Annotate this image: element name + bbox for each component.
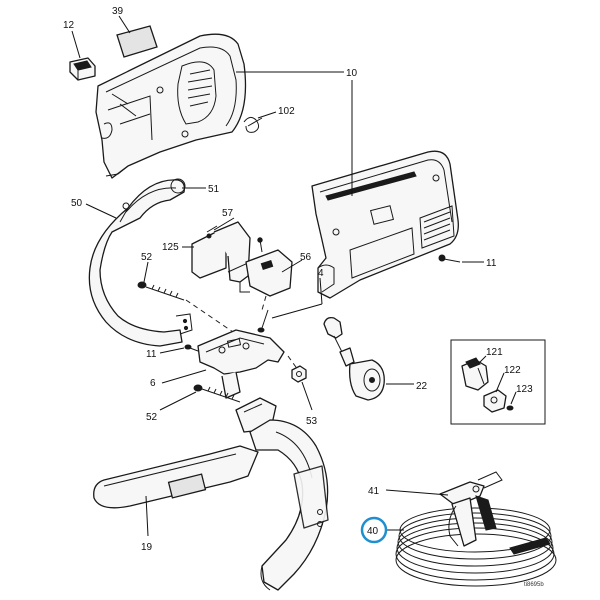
leader-12	[71, 30, 81, 59]
drawing-reference: ti8695b	[524, 582, 544, 588]
leader-50	[85, 203, 117, 219]
callout-40-highlight-ring	[360, 516, 388, 544]
leader-4b	[271, 303, 323, 319]
callout-51: 51	[208, 184, 220, 195]
bolt-lower	[193, 384, 241, 403]
callout-6: 6	[150, 378, 156, 389]
handle-tube	[88, 178, 193, 347]
seal	[506, 405, 514, 411]
callout-102: 102	[278, 106, 295, 117]
callout-10: 10	[346, 68, 358, 79]
callout-122: 122	[504, 365, 521, 376]
filter-housing	[461, 357, 489, 391]
inset-box	[450, 339, 546, 425]
leader-53	[301, 381, 313, 411]
leader-56	[281, 259, 303, 273]
label-decal	[116, 25, 158, 58]
cart-frame	[93, 397, 329, 591]
leader-52a	[143, 261, 149, 283]
rocker-switch	[69, 57, 96, 81]
callout-52a: 52	[141, 252, 153, 263]
leader-122	[495, 372, 505, 393]
leader-11b	[159, 347, 185, 354]
leader-41	[385, 489, 449, 496]
callout-41: 41	[368, 486, 380, 497]
callout-19: 19	[141, 542, 153, 553]
assembly-line-3	[287, 355, 299, 371]
callout-57: 57	[222, 208, 234, 219]
assembly-line-1	[185, 299, 237, 335]
callout-125: 125	[162, 242, 179, 253]
leader-52b	[159, 391, 197, 411]
callout-12: 12	[63, 20, 75, 31]
bolt-upper	[137, 281, 185, 301]
rear-housing	[95, 33, 247, 179]
frame-bracket	[197, 329, 285, 399]
callout-121: 121	[486, 347, 503, 358]
assembly-line-2	[261, 295, 267, 311]
nut	[291, 365, 307, 383]
leader-19	[145, 495, 149, 537]
front-cover	[311, 150, 459, 299]
screw-57	[257, 237, 263, 253]
callout-123: 123	[516, 384, 533, 395]
callout-50: 50	[71, 198, 83, 209]
leader-123	[510, 391, 517, 405]
pressure-control	[323, 316, 385, 401]
clip	[243, 116, 263, 133]
callout-22: 22	[416, 381, 428, 392]
leader-39	[118, 15, 131, 34]
leader-4	[319, 277, 323, 305]
callout-4: 4	[318, 268, 324, 279]
screw-4	[257, 309, 269, 333]
leader-102	[257, 111, 277, 119]
screw-left	[184, 344, 199, 352]
hose-coil	[395, 507, 557, 587]
leader-57	[213, 217, 235, 231]
fitting	[483, 389, 507, 413]
callout-52b: 52	[146, 412, 158, 423]
leader-121	[477, 355, 487, 365]
callout-11a: 11	[486, 258, 497, 269]
spray-gun	[439, 471, 503, 547]
screw-right	[438, 254, 461, 263]
callout-11b: 11	[146, 349, 157, 360]
callout-53: 53	[306, 416, 318, 427]
callout-56: 56	[300, 252, 312, 263]
callout-39: 39	[112, 6, 124, 17]
leader-6	[161, 369, 207, 384]
mounting-bracket	[191, 221, 293, 297]
callout-40: 40	[367, 526, 379, 537]
